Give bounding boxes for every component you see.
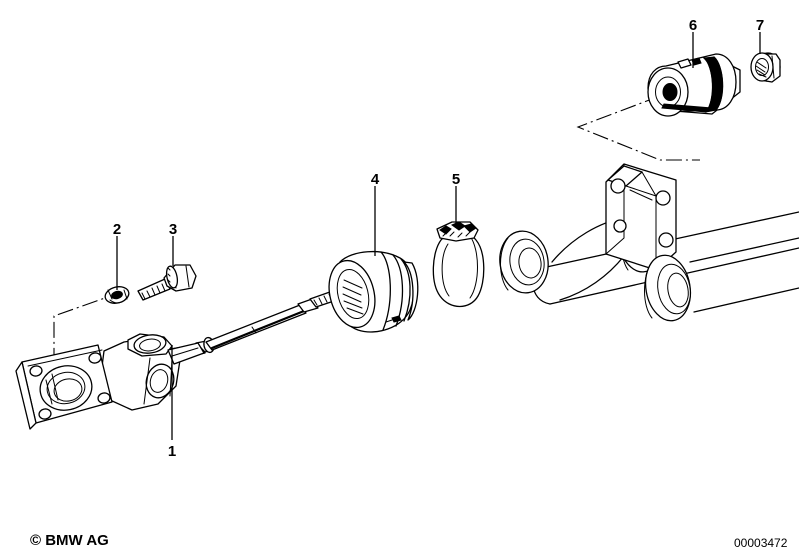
drawing-number: 00003472	[734, 536, 788, 550]
callout-leader-lines	[116, 32, 761, 440]
callout-number-4: 4	[370, 171, 380, 188]
copyright-notice: © BMW AG	[30, 532, 109, 549]
part-5-hose-clamp	[432, 221, 485, 308]
callout-number-6: 6	[688, 17, 698, 34]
callout-number-7: 7	[755, 17, 765, 34]
bolt-alignment-line	[53, 291, 123, 398]
bolt-threads	[141, 283, 166, 300]
mount-alignment-line	[576, 95, 700, 161]
part-1-driveshaft-yoke	[15, 285, 351, 430]
callout-number-2: 2	[112, 221, 122, 238]
part-6-rubber-mount	[647, 53, 741, 117]
callout-number-1: 1	[167, 443, 177, 460]
rear-axle-carrier	[499, 163, 799, 322]
part-3-hex-bolt	[137, 264, 197, 301]
part-2-lock-washer	[104, 286, 130, 304]
callout-number-3: 3	[168, 221, 178, 238]
boot-inner-hatch	[342, 279, 364, 315]
callout-number-5: 5	[451, 171, 461, 188]
part-7-locking-nut	[750, 52, 781, 83]
nut-thread-hatch	[755, 61, 767, 78]
part-4-rubber-boot	[328, 250, 419, 333]
